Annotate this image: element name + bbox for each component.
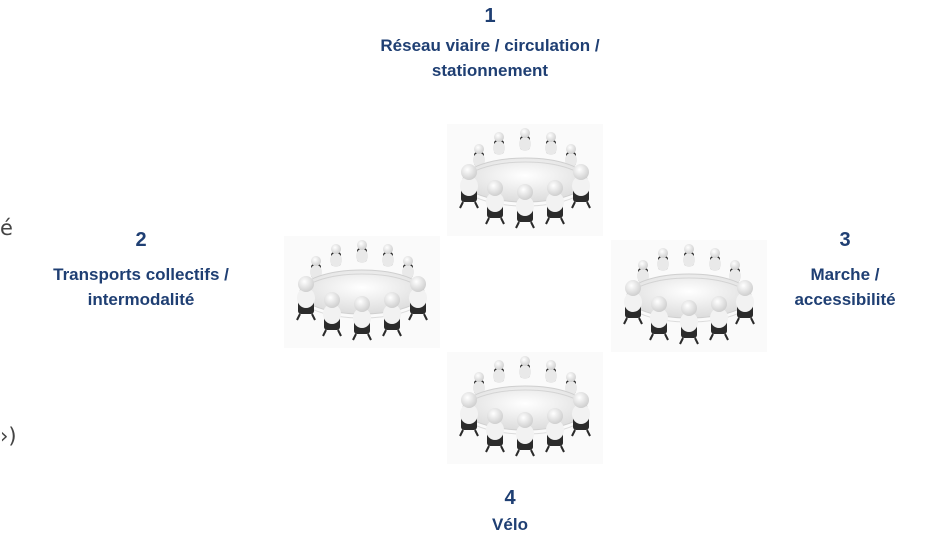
meeting-table-illustration-1 — [447, 124, 603, 236]
group-1-number: 1 — [484, 5, 496, 27]
edge-fragment-bottom: ›) — [0, 424, 17, 448]
group-2-title-line2: intermodalité — [87, 290, 195, 309]
group-4-number: 4 — [504, 487, 516, 509]
group-4-title-line1: Vélo — [492, 515, 528, 534]
group-3-label: 3 Marche / accessibilité — [770, 226, 920, 312]
group-1-title-line2: stationnement — [431, 61, 549, 80]
group-2-number: 2 — [135, 229, 147, 251]
group-3-number: 3 — [839, 229, 851, 251]
group-1-label: 1 Réseau viaire / circulation / stationn… — [330, 2, 650, 83]
group-4-label: 4 Vélo — [430, 484, 590, 537]
edge-fragment-top: é — [0, 216, 13, 240]
group-3-title-line1: Marche / — [810, 265, 880, 284]
meeting-table-illustration-2 — [284, 236, 440, 348]
meeting-table-illustration-4 — [447, 352, 603, 464]
meeting-table-illustration-3 — [611, 240, 767, 352]
group-3-title-line2: accessibilité — [794, 290, 896, 309]
group-2-label: 2 Transports collectifs / intermodalité — [10, 226, 272, 312]
group-2-title-line1: Transports collectifs / — [53, 265, 229, 284]
group-1-title-line1: Réseau viaire / circulation / — [380, 36, 600, 55]
